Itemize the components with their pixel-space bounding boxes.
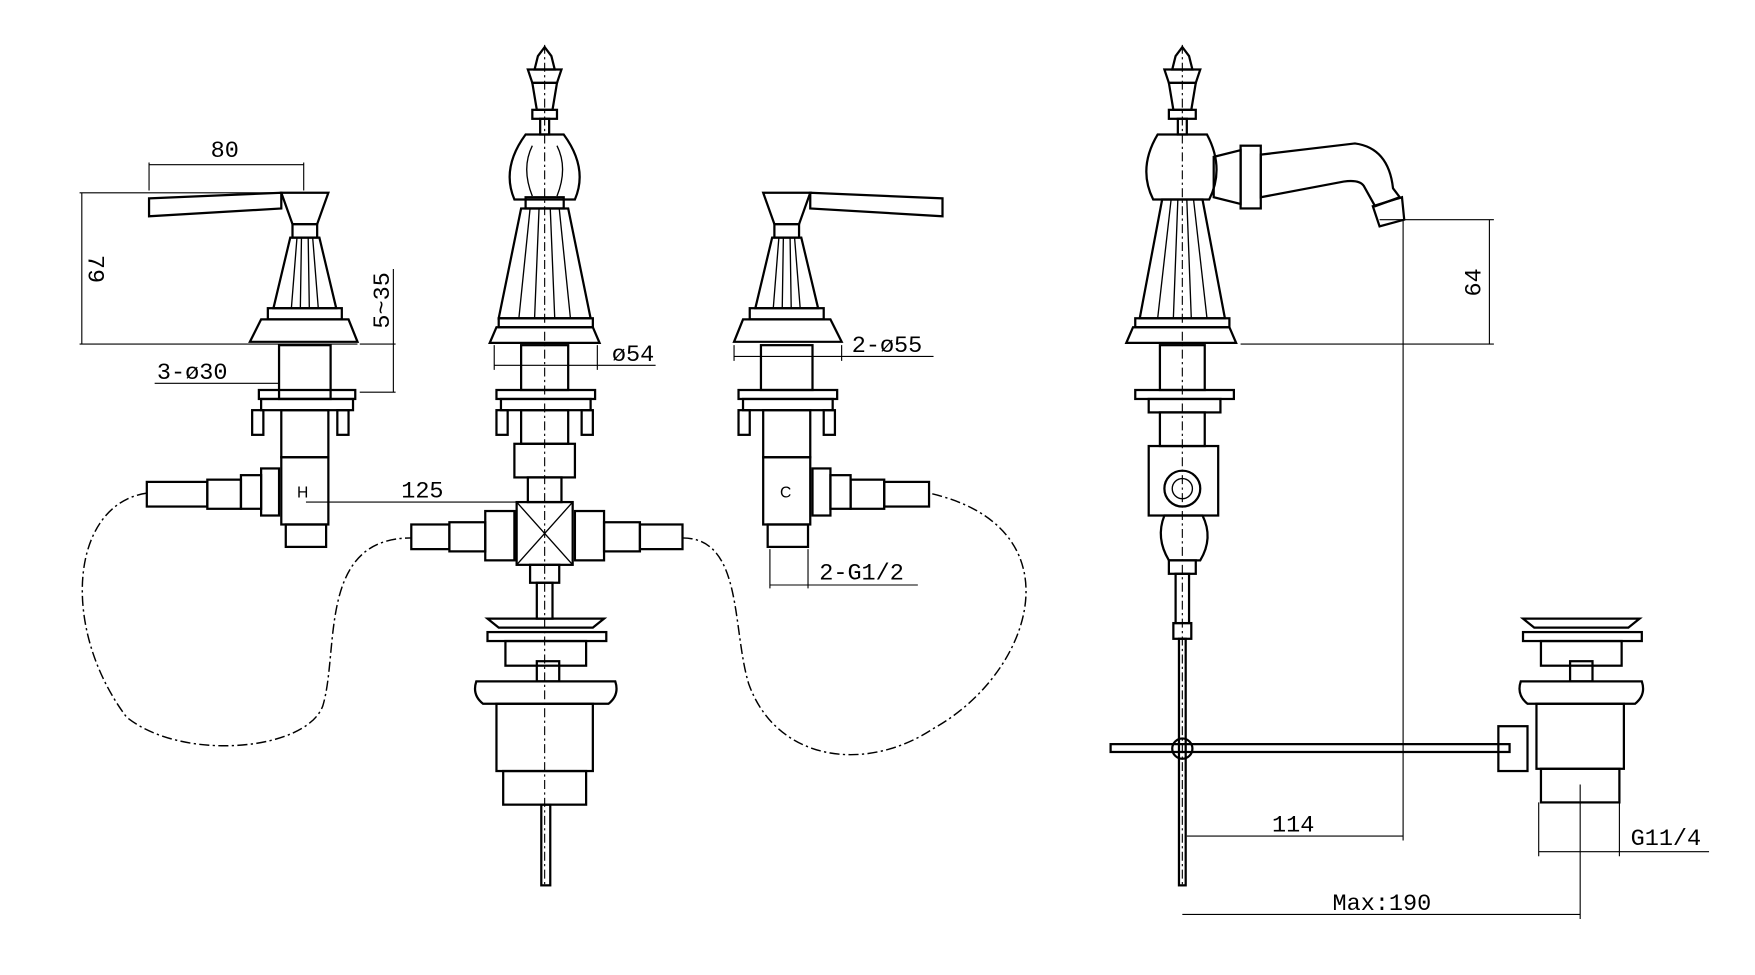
dim-handle-height: 79 — [81, 255, 108, 283]
centre-dimensions: ø54 125 — [305, 342, 656, 506]
dim-centre-distance: 125 — [401, 479, 443, 506]
hot-marking: H — [297, 485, 308, 502]
spout-body-front — [410, 44, 684, 886]
dim-spout-reach: 114 — [1272, 813, 1314, 840]
dim-deck-thickness: 5~35 — [370, 272, 397, 328]
dim-handle-base: 2-ø55 — [852, 333, 923, 360]
hot-handle-valve: H — [145, 191, 360, 549]
right-handle-dimensions: 2-ø55 2-G1/2 — [733, 333, 934, 589]
dim-max-distance: Max:190 — [1333, 891, 1432, 918]
flexible-hoses — [81, 492, 1027, 756]
cold-lever — [809, 191, 944, 218]
spout-side-view — [1109, 44, 1529, 887]
dim-inlet-thread: 2-G1/2 — [819, 560, 904, 587]
pop-up-waste-front — [473, 617, 618, 887]
side-dimensions: 64 114 G11/4 Max:190 — [1182, 219, 1710, 919]
hot-lever — [147, 191, 283, 218]
cold-marking: C — [780, 485, 791, 502]
left-dimensions: 80 79 5~35 3-ø30 — [79, 138, 397, 393]
dim-handle-hole: 3-ø30 — [157, 360, 228, 387]
dim-waste-thread: G11/4 — [1631, 826, 1702, 853]
dim-spout-height: 64 — [1461, 268, 1488, 296]
cold-handle-valve: C — [732, 191, 944, 549]
dim-spout-base: ø54 — [612, 342, 654, 369]
pop-up-waste-side — [1518, 617, 1645, 804]
dim-handle-length: 80 — [211, 138, 239, 165]
